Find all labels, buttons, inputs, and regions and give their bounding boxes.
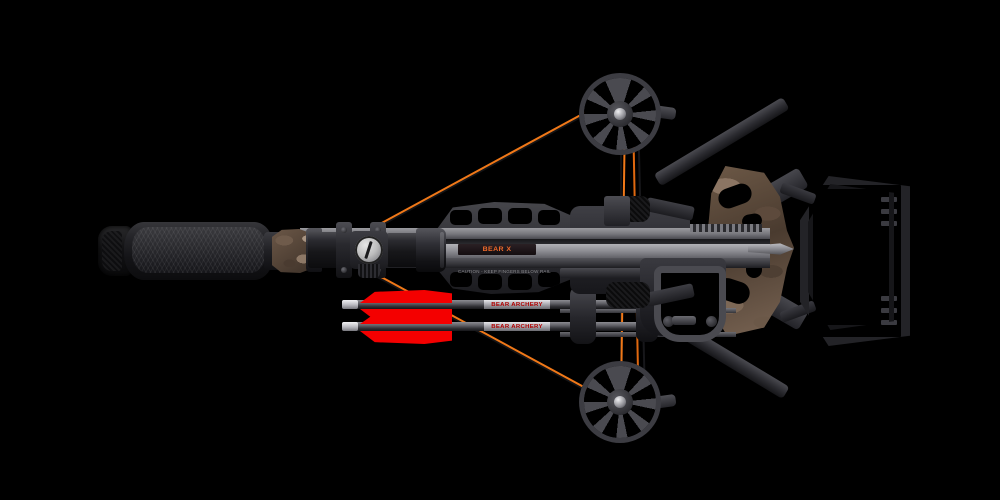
caution-label-text: CAUTION - KEEP FINGERS BELOW RAIL — [458, 269, 551, 274]
arrow-vane-1-top — [360, 290, 452, 303]
quiver-bracket-left — [570, 286, 596, 344]
cam-axle-bottom — [614, 396, 626, 408]
stirrup-rib — [881, 320, 897, 325]
arrow-vane-2-top — [360, 312, 452, 324]
arrow-wrap-1: BEAR ARCHERY — [484, 300, 550, 309]
trigger-blade — [672, 316, 696, 325]
rail-brand-logo-text: BEAR X — [482, 246, 512, 253]
cam-wheel-bottom — [584, 366, 656, 438]
stock-cutout — [508, 208, 532, 224]
scope-turret-cap — [355, 236, 383, 264]
scope-objective-lens — [416, 228, 446, 272]
cheek-rest — [124, 222, 274, 280]
arrow-wrap-2: BEAR ARCHERY — [484, 322, 550, 331]
cheek-rest-texture — [132, 227, 266, 273]
turret-index-mark — [364, 240, 373, 260]
stock-cutout — [478, 274, 502, 290]
arrow-logo-2: BEAR ARCHERY — [484, 322, 550, 331]
arrow-logo-2-text: BEAR ARCHERY — [491, 323, 543, 330]
stock-cutout — [508, 274, 532, 290]
stock-cutout — [538, 210, 560, 225]
bolt-head — [748, 243, 794, 255]
arrow-nock-1 — [342, 300, 358, 309]
stock-cutout — [538, 272, 560, 287]
arrow-logo-1: BEAR ARCHERY — [484, 300, 550, 309]
arrow-logo-1-text: BEAR ARCHERY — [491, 301, 543, 308]
trigger-pin-right — [706, 316, 717, 327]
arrow-nock-2 — [342, 322, 358, 331]
under-rail-mount — [560, 268, 670, 278]
foot-stirrup-inner — [808, 184, 894, 330]
trigger-guard — [654, 266, 726, 342]
flight-rail-groove — [300, 239, 770, 244]
scope-turret-lower — [358, 264, 380, 278]
stock-cutout — [450, 210, 472, 225]
string-stop-bottom — [606, 282, 650, 308]
caution-label: CAUTION - KEEP FINGERS BELOW RAIL — [458, 268, 558, 275]
trigger-pin-left — [663, 316, 674, 327]
cam-wheel-top — [584, 78, 656, 150]
rail-brand-logo: BEAR X — [458, 244, 536, 255]
cam-axle-top — [614, 108, 626, 120]
accessory-block — [604, 196, 630, 226]
stock-cutout — [450, 272, 472, 287]
flight-rail-top — [300, 228, 770, 239]
scope-ring-rear — [336, 222, 352, 278]
arrow-vane-2-bottom — [360, 331, 452, 344]
picatinny-rail — [690, 224, 762, 232]
flight-rail-bottom — [300, 258, 770, 268]
stock-cutout — [478, 208, 502, 224]
